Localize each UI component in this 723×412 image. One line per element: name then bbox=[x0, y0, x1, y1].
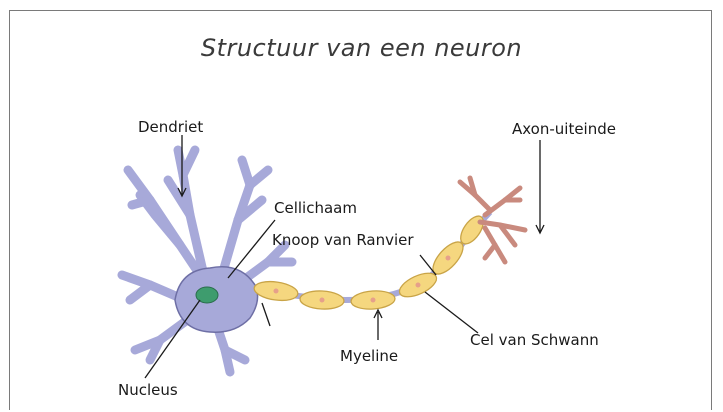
label-schwann-cell: Cel van Schwann bbox=[470, 331, 599, 349]
label-cell-body: Cellichaam bbox=[274, 199, 357, 217]
label-nucleus: Nucleus bbox=[118, 381, 178, 399]
axon-hillock-mark bbox=[262, 303, 270, 326]
dendrite-tree bbox=[122, 150, 292, 372]
schwann-pointer bbox=[425, 292, 478, 333]
label-node-of-ranvier: Knoop van Ranvier bbox=[272, 231, 414, 249]
label-dendrite: Dendriet bbox=[138, 118, 203, 136]
label-axon-terminal: Axon-uiteinde bbox=[512, 120, 616, 138]
label-myelin: Myeline bbox=[340, 347, 398, 365]
